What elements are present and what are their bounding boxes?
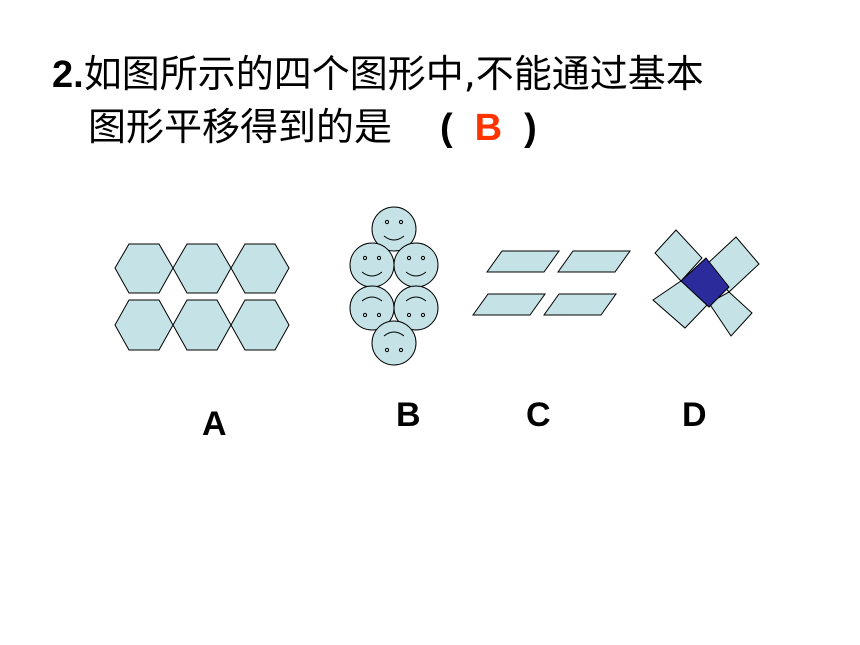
question-number: 2. [52, 54, 84, 96]
option-label-c: C [526, 396, 551, 434]
figure-d-cross [652, 229, 760, 337]
parallelogram [486, 250, 560, 273]
face-smile [393, 242, 439, 288]
parallelogram [543, 293, 617, 316]
question-text: 2.如图所示的四个图形中,不能通过基本 图形平移得到的是 ( B) [52, 48, 704, 154]
face-flipped [371, 320, 417, 366]
question-line-2-text: 图形平移得到的是 [88, 105, 393, 149]
center-square [680, 257, 730, 308]
open-paren: ( [440, 107, 453, 149]
hexagon [114, 243, 174, 294]
parallelogram [557, 250, 631, 273]
face-smile [371, 206, 417, 252]
close-paren: ) [524, 107, 537, 149]
face-smile [349, 242, 395, 288]
face-flipped [393, 285, 439, 331]
question-line-1: 2.如图所示的四个图形中,不能通过基本 [52, 48, 704, 101]
answer-letter: B [474, 107, 503, 149]
option-label-d: D [682, 396, 707, 434]
hexagon [230, 243, 290, 294]
question-line-2: 图形平移得到的是 ( B) [52, 101, 704, 154]
question-line-1-text: 如图所示的四个图形中,不能通过基本 [83, 52, 704, 96]
figure-b-faces [349, 206, 439, 366]
parallelogram [472, 293, 546, 316]
hexagon [114, 299, 174, 351]
option-label-a: A [202, 405, 227, 443]
hexagon [172, 243, 232, 294]
hexagon [172, 299, 232, 351]
figure-c-parallelograms [472, 250, 631, 316]
figure-a-hexagons [114, 243, 290, 351]
hexagon [230, 299, 290, 351]
option-label-b: B [396, 396, 421, 434]
